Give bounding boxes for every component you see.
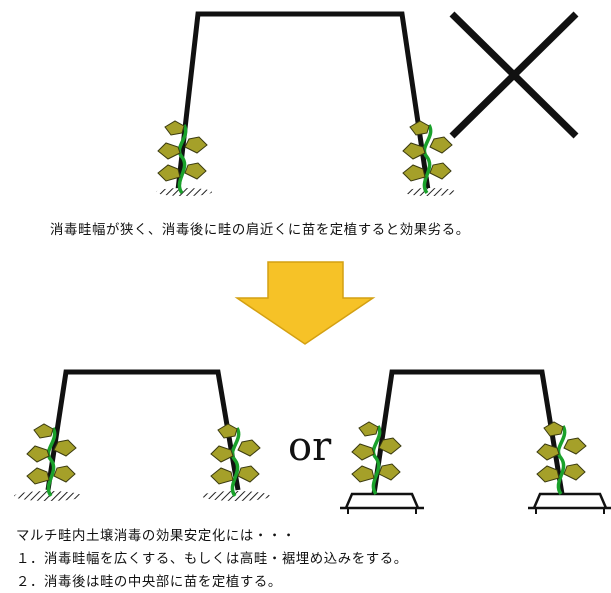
summary-heading: マルチ畦内土壌消毒の効果安定化には・・・ — [16, 529, 296, 544]
summary-item-1: １．消毒畦幅を広くする、もしくは高畦・裾埋め込みをする。 — [16, 552, 408, 567]
top-caption: 消毒畦幅が狭く、消毒後に畦の肩近くに苗を定植すると効果劣る。 — [50, 223, 470, 238]
or-label: or — [288, 424, 332, 470]
narrow-bed-diagram — [156, 11, 456, 196]
cross-icon — [449, 11, 579, 139]
soil-mound-right — [202, 491, 270, 501]
summary-item-2: ２．消毒後は畦の中央部に苗を定植する。 — [16, 575, 282, 590]
soil-mound-left — [14, 491, 82, 501]
wide-bed-diagram — [14, 369, 270, 501]
tunnel-frame — [45, 369, 241, 491]
soil-mound-left — [156, 188, 212, 196]
plant-icon — [25, 422, 78, 498]
soil-mound-right — [404, 188, 456, 196]
tunnel-frame — [371, 369, 565, 495]
plant-icon — [156, 119, 209, 195]
raised-bed-right — [532, 492, 608, 509]
raised-bed-diagram — [340, 369, 611, 514]
raised-bed-left — [344, 492, 420, 509]
arrow-down-icon — [234, 261, 376, 345]
tunnel-frame — [175, 11, 431, 191]
